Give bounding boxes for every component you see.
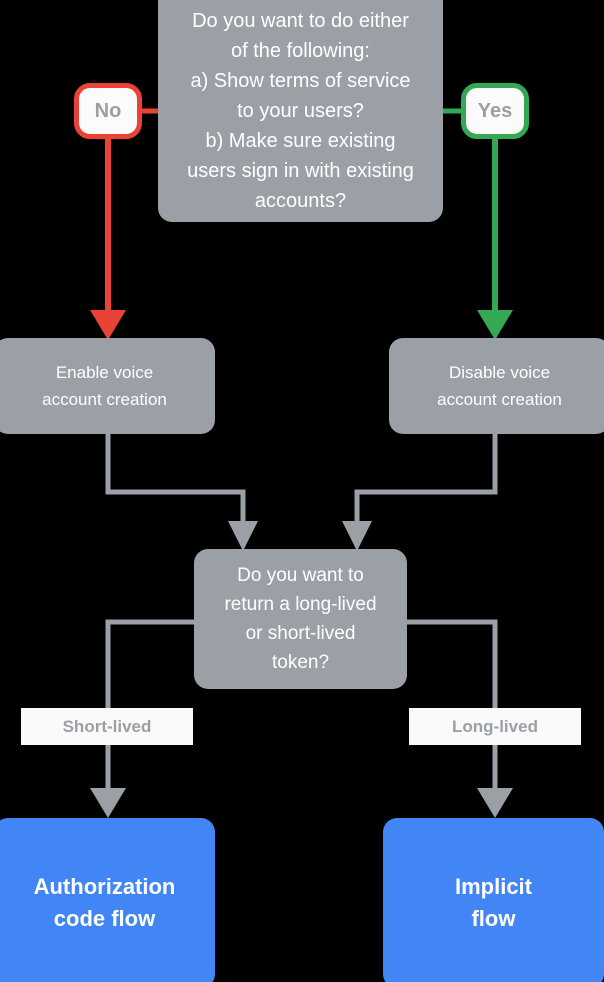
decision-node-token-lifetime[interactable]: Do you want to return a long-lived or sh… bbox=[194, 549, 407, 689]
enable-line-2: account creation bbox=[42, 390, 167, 409]
arrowhead-enable-to-q2 bbox=[228, 521, 258, 551]
disable-line-2: account creation bbox=[437, 390, 562, 409]
q2-line-1: Do you want to bbox=[237, 565, 364, 586]
branch-badge-yes[interactable]: Yes bbox=[461, 83, 529, 139]
terminal-node-authorization-code-flow[interactable]: Authorization code flow bbox=[0, 818, 215, 982]
q1-line-2: of the following: bbox=[231, 40, 370, 62]
decision-node-token-lifetime-text: Do you want to return a long-lived or sh… bbox=[224, 561, 376, 677]
q1-line-4: to your users? bbox=[237, 100, 364, 122]
arrowhead-yes-to-disable bbox=[477, 310, 513, 340]
process-node-disable-text: Disable voice account creation bbox=[437, 359, 562, 413]
q1-line-3: a) Show terms of service bbox=[190, 70, 411, 92]
q1-line-5: b) Make sure existing bbox=[205, 130, 396, 152]
authcode-line-1: Authorization bbox=[33, 874, 176, 899]
arrowhead-q2-to-authcode bbox=[90, 788, 126, 818]
arrowhead-q2-to-implicit bbox=[477, 788, 513, 818]
q2-line-4: token? bbox=[271, 652, 330, 673]
branch-badge-no[interactable]: No bbox=[74, 83, 142, 139]
process-node-enable-text: Enable voice account creation bbox=[42, 359, 167, 413]
disable-line-1: Disable voice bbox=[448, 363, 551, 382]
decision-node-account-creation-text: Do you want to do either of the followin… bbox=[187, 6, 414, 216]
edge-label-long-lived-text: Long-lived bbox=[452, 716, 538, 736]
q1-line-7: accounts? bbox=[254, 190, 347, 212]
branch-badge-no-label: No bbox=[94, 99, 122, 122]
authcode-line-2: code flow bbox=[53, 906, 156, 931]
arrowhead-no-to-enable bbox=[90, 310, 126, 340]
q2-line-3: or short-lived bbox=[245, 623, 356, 644]
terminal-node-implicit-flow-text: Implicit flow bbox=[455, 871, 532, 935]
process-node-enable-voice-account-creation[interactable]: Enable voice account creation bbox=[0, 338, 215, 434]
q2-line-2: return a long-lived bbox=[224, 594, 377, 615]
q1-line-6: users sign in with existing bbox=[187, 160, 414, 182]
connector-enable-to-q2 bbox=[105, 434, 246, 528]
edge-label-short-lived[interactable]: Short-lived bbox=[21, 708, 193, 745]
implicit-line-1: Implicit bbox=[454, 874, 532, 899]
implicit-line-2: flow bbox=[471, 906, 516, 931]
edge-label-long-lived[interactable]: Long-lived bbox=[409, 708, 581, 745]
edge-label-short-lived-text: Short-lived bbox=[62, 716, 152, 736]
q1-line-1: Do you want to do either bbox=[192, 10, 409, 32]
branch-badge-yes-label: Yes bbox=[477, 99, 513, 122]
terminal-node-authorization-code-flow-text: Authorization code flow bbox=[34, 871, 176, 935]
enable-line-1: Enable voice bbox=[55, 363, 154, 382]
terminal-node-implicit-flow[interactable]: Implicit flow bbox=[383, 818, 604, 982]
decision-node-account-creation[interactable]: Do you want to do either of the followin… bbox=[158, 0, 443, 222]
process-node-disable-voice-account-creation[interactable]: Disable voice account creation bbox=[389, 338, 604, 434]
arrowhead-disable-to-q2 bbox=[342, 521, 372, 551]
connector-disable-to-q2 bbox=[354, 434, 498, 528]
